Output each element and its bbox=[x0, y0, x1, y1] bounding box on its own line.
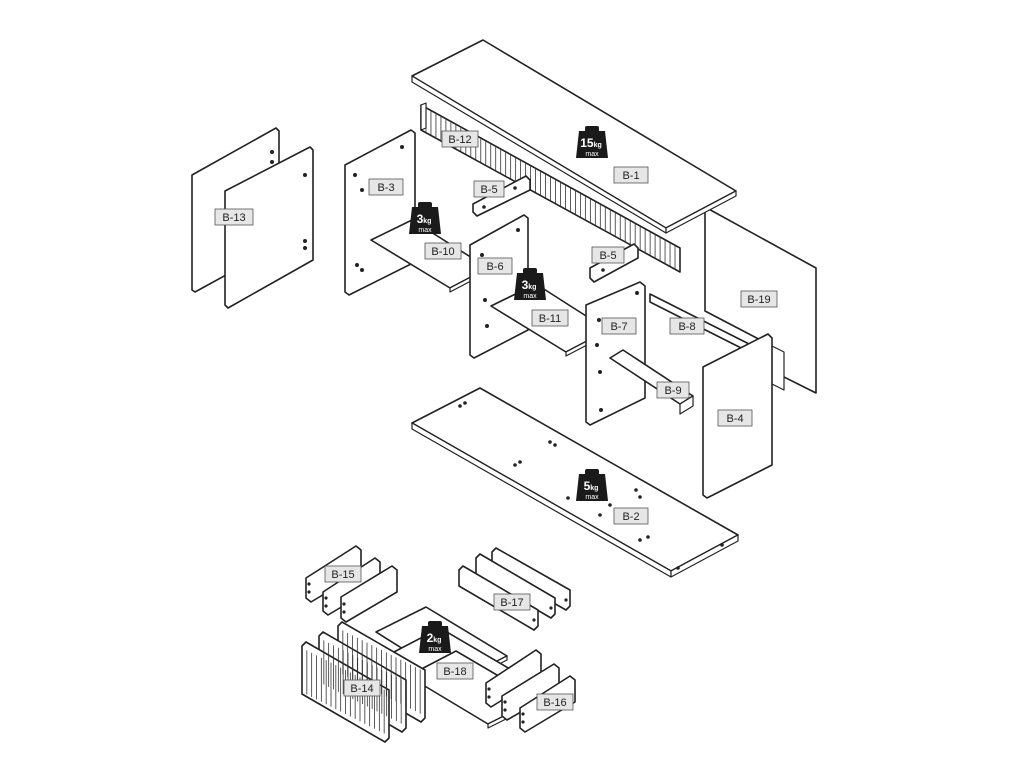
label-b4-text: B-4 bbox=[726, 413, 743, 425]
label-b7: B-7 bbox=[601, 317, 637, 335]
label-b1: B-1 bbox=[613, 166, 649, 184]
label-b11-text: B-11 bbox=[539, 313, 561, 325]
weight-top-value: 15 bbox=[580, 136, 594, 150]
label-b13: B-13 bbox=[214, 208, 254, 226]
label-b5a: B-5 bbox=[473, 180, 505, 198]
svg-text:5kg: 5kg bbox=[584, 479, 599, 493]
label-b17: B-17 bbox=[493, 593, 531, 611]
svg-text:15kg: 15kg bbox=[580, 136, 602, 150]
svg-text:2kg: 2kg bbox=[427, 631, 442, 645]
part-b6 bbox=[469, 214, 529, 359]
weight-icon-bottom: 5kg max bbox=[576, 469, 608, 501]
part-b7 bbox=[585, 281, 646, 426]
weight-icon-left-shelf: 3kg max bbox=[409, 202, 441, 234]
label-b6-text: B-6 bbox=[486, 261, 503, 273]
label-b15-text: B-15 bbox=[331, 569, 354, 581]
label-b11: B-11 bbox=[531, 309, 569, 327]
label-b8: B-8 bbox=[669, 317, 705, 335]
label-b13-text: B-13 bbox=[222, 212, 245, 224]
weight-top-max: max bbox=[585, 151, 599, 158]
weight-top-unit: kg bbox=[594, 142, 602, 149]
weight-drawer-value: 2 bbox=[427, 631, 434, 645]
weight-left-shelf-unit: kg bbox=[423, 218, 431, 225]
label-b3: B-3 bbox=[368, 178, 404, 196]
weight-icon-drawer: 2kg max bbox=[419, 621, 451, 653]
label-b15: B-15 bbox=[324, 565, 362, 583]
label-b16-text: B-16 bbox=[543, 697, 566, 709]
label-b17-text: B-17 bbox=[500, 597, 523, 609]
weight-bottom-unit: kg bbox=[590, 485, 598, 492]
weight-icon-top: 15kg max bbox=[576, 126, 608, 158]
label-b18: B-18 bbox=[436, 662, 474, 680]
label-b5a-text: B-5 bbox=[480, 184, 497, 196]
label-b12: B-12 bbox=[441, 130, 479, 148]
label-b14: B-14 bbox=[343, 679, 381, 697]
weight-bottom-value: 5 bbox=[584, 479, 591, 493]
label-b4: B-4 bbox=[717, 409, 753, 427]
weight-left-shelf-value: 3 bbox=[417, 212, 424, 226]
label-b10: B-10 bbox=[424, 242, 462, 260]
label-b7-text: B-7 bbox=[610, 321, 627, 333]
weight-bottom-max: max bbox=[585, 494, 599, 501]
label-b8-text: B-8 bbox=[678, 321, 695, 333]
weight-drawer-max: max bbox=[428, 646, 442, 653]
label-b18-text: B-18 bbox=[443, 666, 466, 678]
weight-mid-shelf-max: max bbox=[523, 293, 537, 300]
svg-text:3kg: 3kg bbox=[522, 278, 537, 292]
label-b5b: B-5 bbox=[591, 246, 625, 264]
label-b10-text: B-10 bbox=[431, 246, 454, 258]
label-b19: B-19 bbox=[740, 290, 778, 308]
weight-left-shelf-max: max bbox=[418, 227, 432, 234]
label-b2-text: B-2 bbox=[622, 511, 639, 523]
part-b2 bbox=[411, 387, 739, 578]
label-b3-text: B-3 bbox=[377, 182, 394, 194]
part-b12 bbox=[420, 102, 681, 273]
part-b17 bbox=[458, 547, 571, 631]
weight-icon-mid-shelf: 3kg max bbox=[514, 268, 546, 300]
label-b14-text: B-14 bbox=[350, 683, 373, 695]
label-b6: B-6 bbox=[477, 257, 513, 275]
label-b19-text: B-19 bbox=[747, 294, 770, 306]
label-b12-text: B-12 bbox=[448, 134, 471, 146]
label-b9: B-9 bbox=[656, 381, 690, 399]
weight-mid-shelf-value: 3 bbox=[522, 278, 529, 292]
label-b9-text: B-9 bbox=[664, 385, 681, 397]
part-b3 bbox=[344, 129, 416, 296]
part-b1 bbox=[411, 39, 737, 234]
weight-drawer-unit: kg bbox=[433, 637, 441, 644]
label-b16: B-16 bbox=[536, 693, 574, 711]
part-b15 bbox=[305, 545, 398, 623]
label-b1-text: B-1 bbox=[622, 170, 639, 182]
weight-mid-shelf-unit: kg bbox=[528, 284, 536, 291]
label-b2: B-2 bbox=[613, 507, 649, 525]
label-b5b-text: B-5 bbox=[599, 250, 616, 262]
svg-text:3kg: 3kg bbox=[417, 212, 432, 226]
